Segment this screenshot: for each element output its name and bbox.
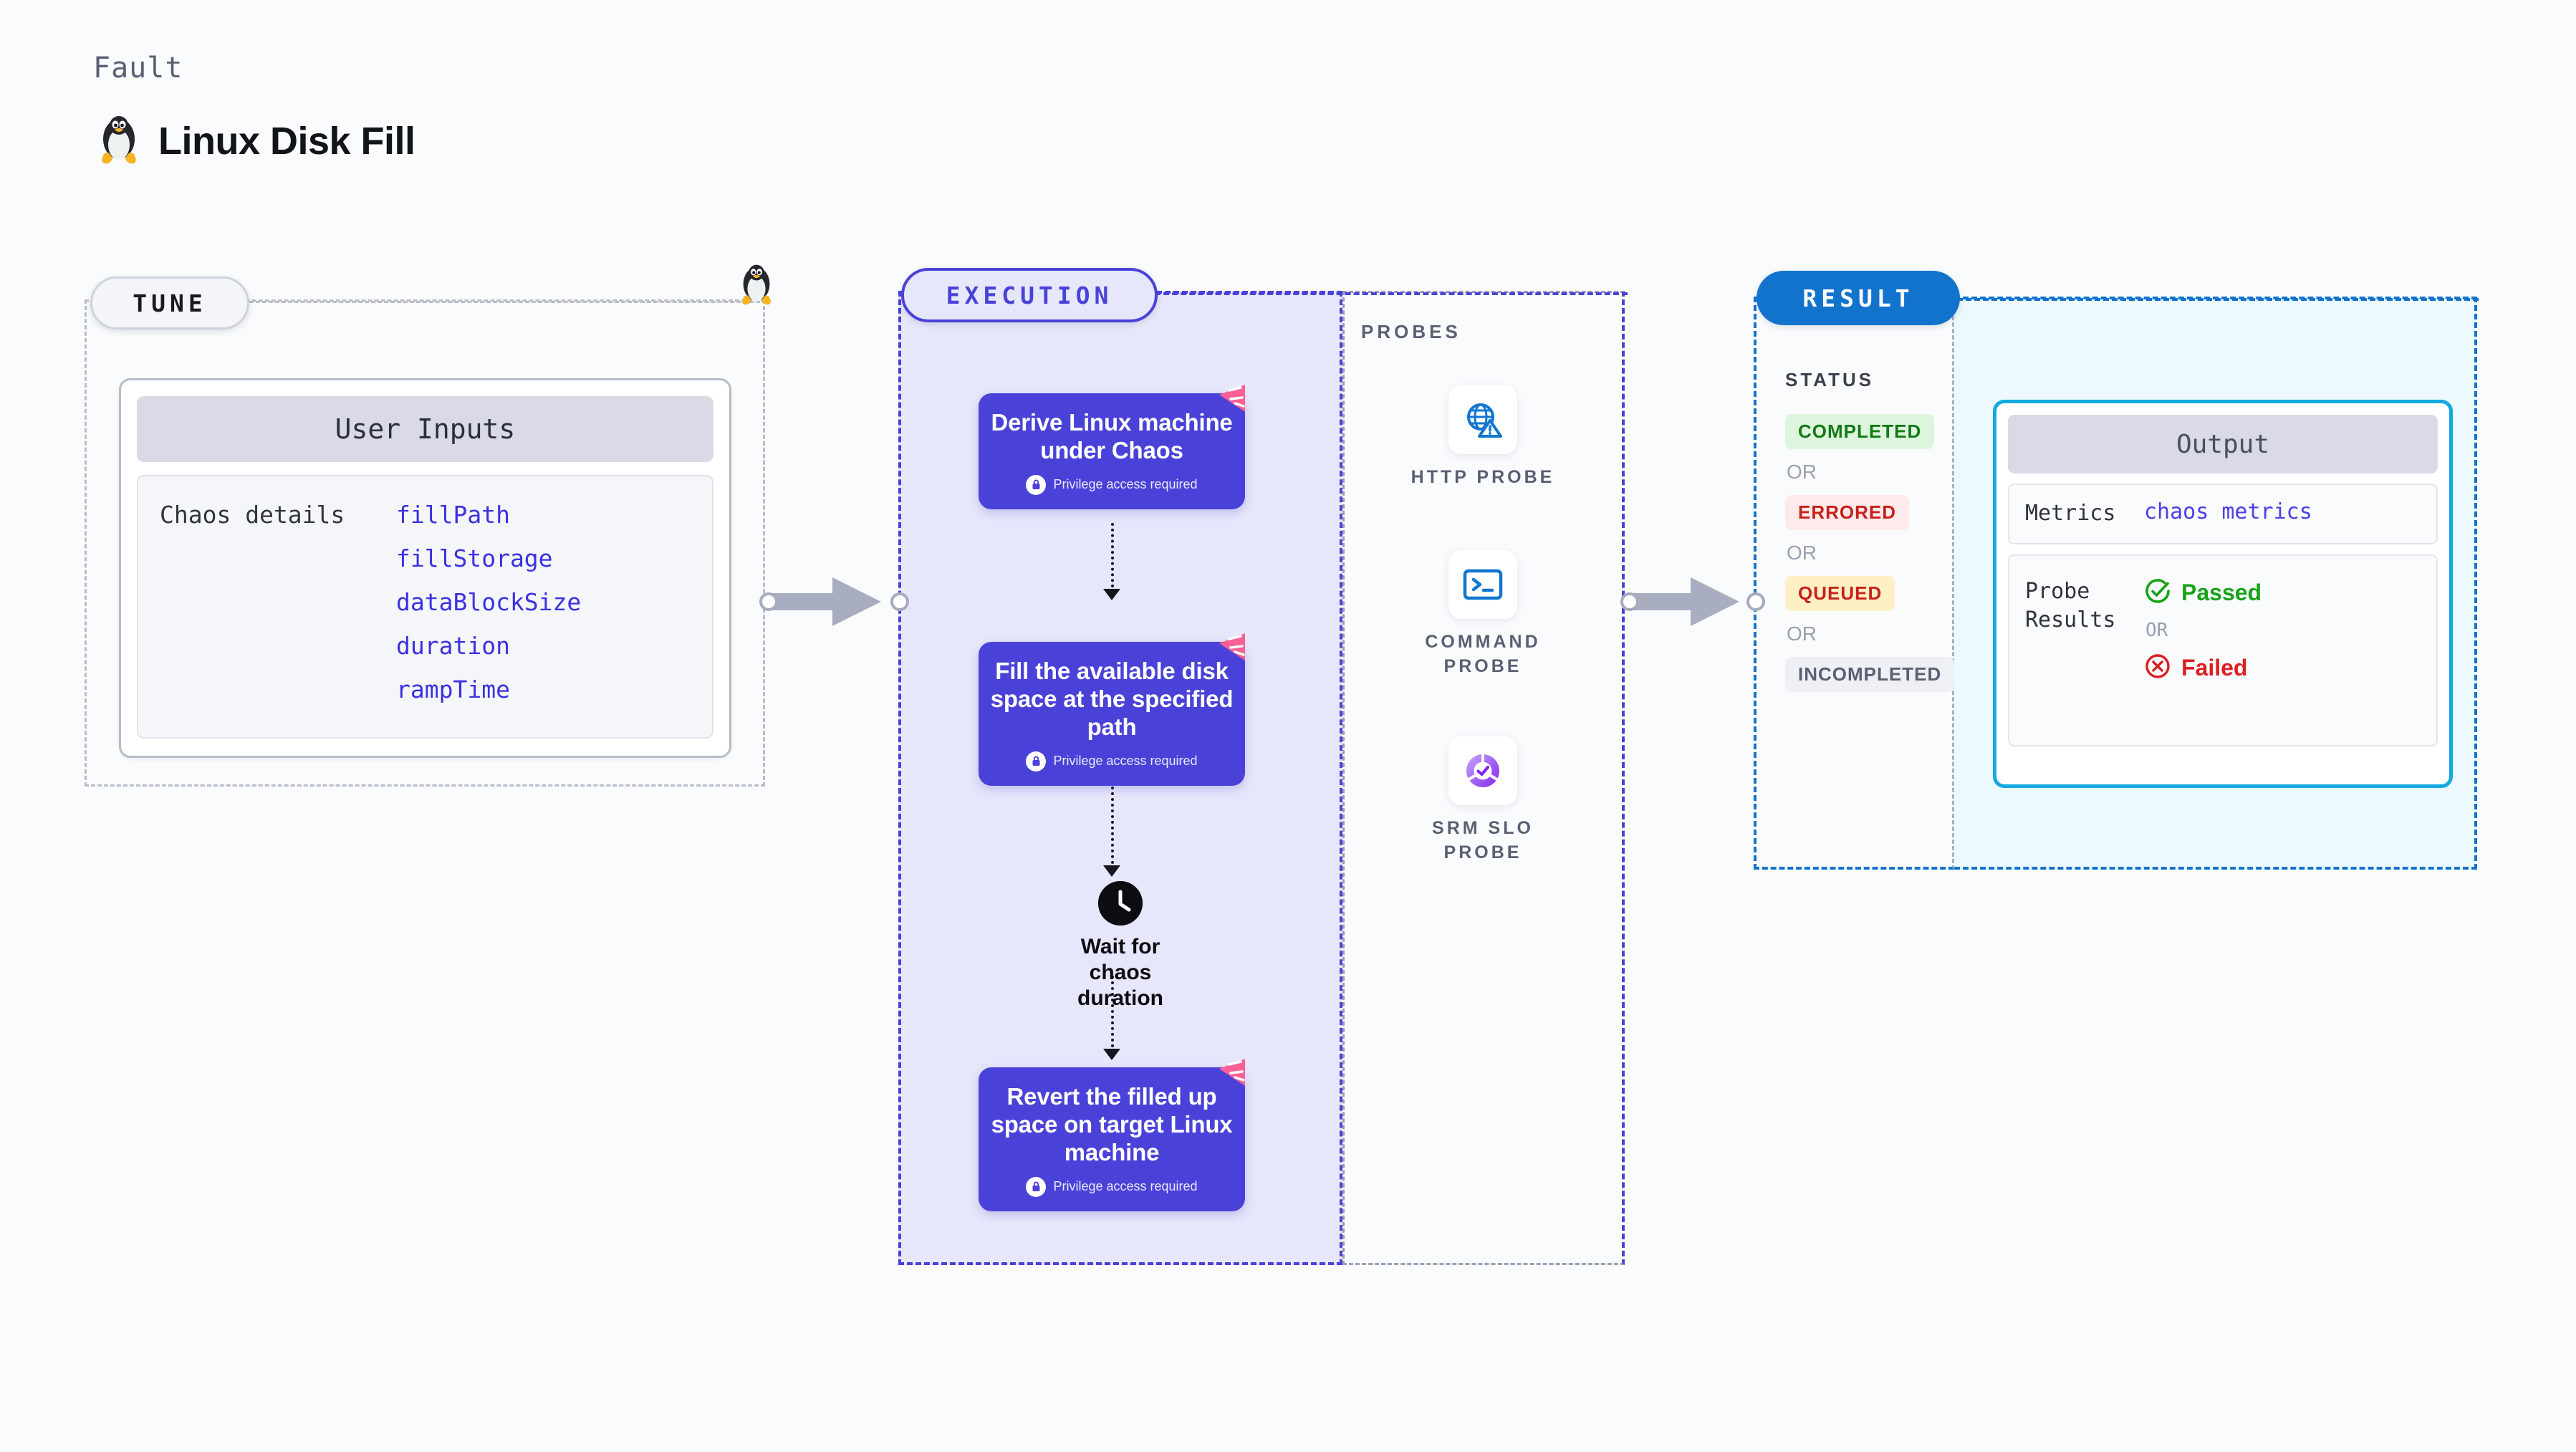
connector-dot-left — [1620, 592, 1639, 611]
output-metrics-value[interactable]: chaos metrics — [2144, 499, 2312, 524]
probe-results-values: Passed OR Failed — [2144, 577, 2262, 683]
result-pill[interactable]: RESULT — [1756, 271, 1960, 325]
probe-command-label: COMMAND PROBE — [1425, 632, 1541, 676]
input-duration[interactable]: duration — [396, 632, 510, 660]
execution-step-1-title: Derive Linux machine under Chaos — [991, 409, 1233, 463]
page-title: Linux Disk Fill — [158, 120, 415, 163]
execution-step-2-privilege-label: Privilege access required — [1053, 754, 1198, 769]
flow-line-3 — [1111, 976, 1114, 1053]
output-metrics-label: Metrics — [2025, 501, 2116, 526]
connector-dot-left — [759, 592, 778, 611]
output-card-header: Output — [2008, 415, 2438, 473]
probe-result-failed: Failed — [2144, 653, 2262, 683]
tux-penguin-icon-inline — [738, 264, 775, 312]
chaos-details-values: fillPath fillStorage dataBlockSize durat… — [396, 501, 581, 737]
probes-title: PROBES — [1361, 321, 1461, 342]
connector-dot-right — [1746, 592, 1765, 611]
probe-result-failed-label: Failed — [2181, 654, 2248, 681]
tune-connector-line — [249, 301, 766, 303]
flow-arrow-2 — [1103, 865, 1120, 877]
status-badge-incompleted: INCOMPLETED — [1785, 657, 1955, 692]
execution-step-2-title: Fill the available disk space at the spe… — [990, 658, 1234, 740]
status-or-1: OR — [1787, 461, 1817, 483]
probe-command[interactable]: COMMAND PROBE — [1397, 550, 1569, 679]
execution-step-3-privilege: Privilege access required — [1026, 1176, 1198, 1197]
lock-icon — [1026, 1176, 1047, 1197]
tune-panel — [85, 299, 765, 787]
x-circle-icon — [2144, 653, 2171, 683]
tux-penguin-icon — [97, 115, 141, 168]
user-inputs-card: User Inputs Chaos details fillPath fillS… — [119, 378, 731, 758]
flow-line-1 — [1111, 523, 1114, 593]
output-probe-results-row: Probe Results Passed OR — [2008, 554, 2438, 746]
chaos-ribbon-icon — [1216, 630, 1249, 663]
wait-node: Wait for chaos duration — [1067, 881, 1173, 1011]
probe-result-passed: Passed — [2144, 577, 2262, 608]
execution-step-2-privilege: Privilege access required — [1026, 751, 1198, 771]
check-circle-icon — [2144, 577, 2171, 608]
flow-line-2 — [1111, 781, 1114, 870]
execution-connector-line — [1155, 292, 1628, 295]
clock-icon — [1098, 881, 1143, 925]
status-list: COMPLETED OR ERRORED OR QUEUED OR INCOMP… — [1785, 414, 1955, 692]
output-metrics-row: Metrics chaos metrics — [2008, 484, 2438, 544]
chaos-details-label: Chaos details — [160, 501, 345, 529]
input-fillstorage[interactable]: fillStorage — [396, 544, 553, 572]
page-eyebrow: Fault — [93, 52, 183, 85]
chaos-ribbon-icon — [1216, 382, 1249, 415]
result-connector-line — [1957, 298, 2479, 301]
probe-result-or: OR — [2145, 619, 2168, 641]
page-title-row: Linux Disk Fill — [97, 115, 415, 168]
probe-http-label: HTTP PROBE — [1410, 467, 1555, 487]
slo-donut-check-icon — [1448, 736, 1517, 805]
probe-result-passed-label: Passed — [2181, 579, 2262, 605]
execution-step-2[interactable]: Fill the available disk space at the spe… — [979, 633, 1245, 786]
status-badge-completed: COMPLETED — [1785, 414, 1935, 449]
probe-srm-slo-label: SRM SLO PROBE — [1432, 818, 1534, 862]
lock-icon — [1026, 751, 1047, 771]
tune-pill[interactable]: TUNE — [90, 277, 249, 330]
input-ramptime[interactable]: rampTime — [396, 675, 510, 703]
execution-step-3[interactable]: Revert the filled up space on target Lin… — [979, 1059, 1245, 1211]
execution-step-1[interactable]: Derive Linux machine under Chaos Privile… — [979, 385, 1245, 509]
execution-pill[interactable]: EXECUTION — [901, 268, 1158, 322]
status-or-3: OR — [1787, 622, 1817, 645]
globe-warning-icon — [1448, 385, 1517, 454]
execution-step-1-privilege-label: Privilege access required — [1053, 477, 1198, 492]
output-card: Output Metrics chaos metrics Probe Resul… — [1993, 400, 2453, 788]
execution-step-1-privilege: Privilege access required — [1026, 474, 1198, 495]
wait-node-label: Wait for chaos duration — [1077, 935, 1163, 1010]
flow-arrow-3 — [1103, 1049, 1120, 1060]
status-or-2: OR — [1787, 542, 1817, 564]
user-inputs-body: Chaos details fillPath fillStorage dataB… — [137, 475, 713, 739]
output-probe-results-label: Probe Results — [2025, 578, 2116, 633]
chaos-ribbon-icon — [1216, 1056, 1249, 1089]
input-datablocksize[interactable]: dataBlockSize — [396, 588, 582, 616]
status-title: STATUS — [1785, 369, 1875, 390]
execution-step-3-title: Revert the filled up space on target Lin… — [991, 1083, 1233, 1165]
connector-dot-right — [890, 592, 909, 611]
probe-http[interactable]: HTTP PROBE — [1397, 385, 1569, 490]
user-inputs-header: User Inputs — [137, 396, 713, 462]
execution-step-3-privilege-label: Privilege access required — [1053, 1179, 1198, 1194]
terminal-icon — [1448, 550, 1517, 619]
lock-icon — [1026, 474, 1047, 495]
flow-arrow-1 — [1103, 589, 1120, 600]
input-fillpath[interactable]: fillPath — [396, 501, 510, 529]
status-badge-queued: QUEUED — [1785, 576, 1895, 611]
status-badge-errored: ERRORED — [1785, 495, 1910, 530]
probe-srm-slo[interactable]: SRM SLO PROBE — [1397, 736, 1569, 865]
